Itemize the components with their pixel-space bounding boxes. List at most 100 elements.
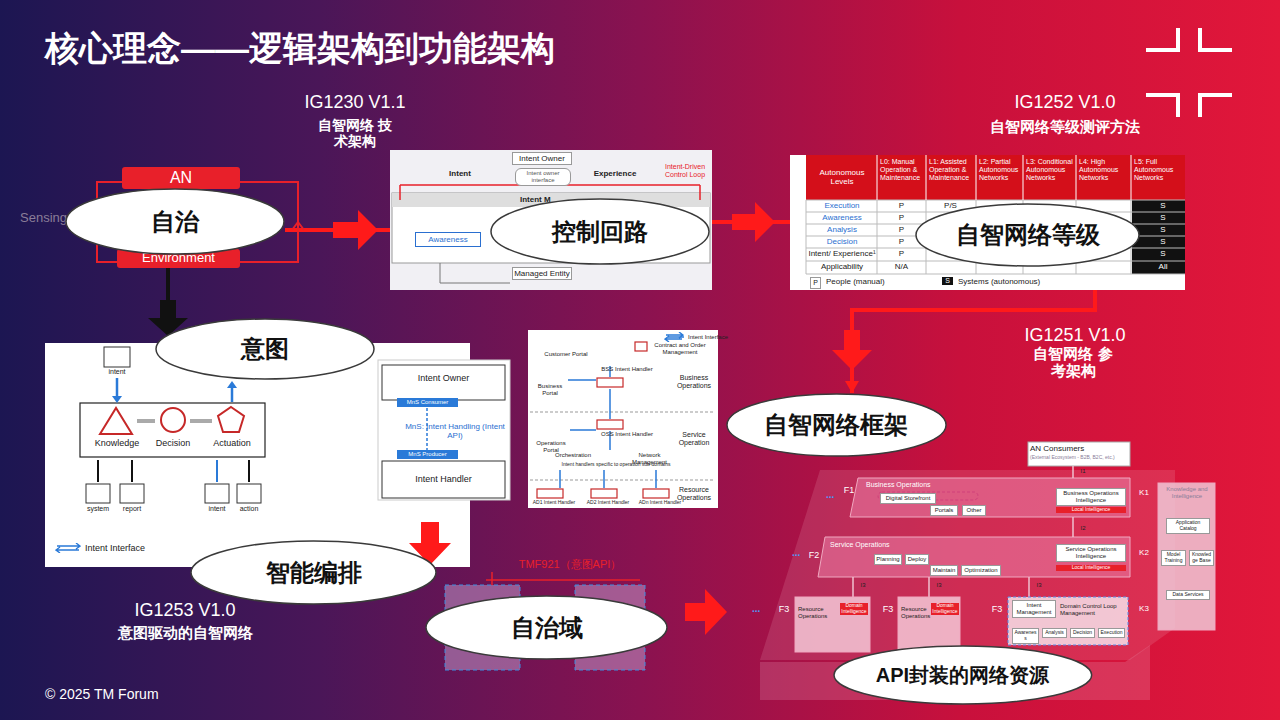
label: intent (100, 368, 134, 376)
node-text: 自智网络等级 (956, 219, 1100, 251)
label: action (231, 505, 267, 513)
label: People (manual) (826, 277, 926, 286)
label: IG1230 V1.1 (280, 92, 430, 113)
label: Service Operations Intelligence (1056, 544, 1126, 562)
legend-item: Intent Interface (664, 332, 728, 342)
label: P (878, 249, 925, 258)
label: IG1253 V1.0 (110, 600, 260, 621)
ellipse-outline (66, 189, 284, 254)
slide-title: 核心理念——逻辑架构到功能架构 (45, 26, 555, 72)
label: IG1252 V1.0 (990, 92, 1140, 113)
label: S (1142, 237, 1184, 246)
node-text-wrap: API封装的网络资源 (833, 645, 1093, 705)
label: ... (792, 547, 814, 559)
label: AN (122, 167, 240, 189)
legend-swatch (55, 543, 81, 553)
label: Maintain (930, 565, 958, 576)
label: S (1142, 201, 1184, 210)
legend-arrow (665, 332, 683, 342)
label: report (114, 505, 150, 513)
label: TMF921（意图API） (505, 558, 635, 571)
label: P (878, 213, 925, 222)
label: Analysis (808, 225, 876, 234)
arrow-head (845, 381, 859, 393)
levels-table (790, 155, 1185, 290)
label: Decision (808, 237, 876, 246)
ellipse-node: 控制回路 (490, 198, 710, 265)
label: Intent (440, 169, 480, 178)
label: Business Operations (672, 374, 716, 390)
label: Intent Owner (382, 373, 505, 383)
label: Experience (590, 169, 640, 178)
label: AD2 Intent Handler (582, 500, 634, 506)
label: (External Ecosystem - B2B, B2C, etc.) (1030, 455, 1128, 461)
label: P (878, 201, 925, 210)
label: I2 (1076, 525, 1090, 532)
label: S (1142, 249, 1184, 258)
label: 自智网络 参考架构 (1033, 345, 1113, 380)
label: Intent owner interface (515, 168, 571, 186)
label: Resource Operations (798, 606, 838, 620)
label: L5: Full Autonomous Networks (1132, 158, 1185, 182)
label: I3 (932, 582, 946, 589)
ellipse-outline (834, 646, 1092, 704)
node-text-wrap: 智能编排 (190, 540, 437, 605)
label: 自智网络 技术架构 (315, 117, 395, 149)
label: Applicability (808, 262, 876, 271)
label: K3 (1134, 604, 1154, 613)
label: ... (826, 489, 848, 501)
legend-arrow (56, 543, 80, 553)
label: Domain Control Loop Management (1060, 603, 1126, 617)
ellipse-outline (191, 541, 436, 604)
label: Intent-Driven Control Loop (660, 163, 710, 179)
label: Service Operation (672, 431, 716, 447)
label: ... (752, 603, 774, 615)
label: Orchestration (548, 452, 598, 459)
label: Domain Intelligence (931, 603, 959, 615)
node-text: 自治 (151, 206, 199, 238)
node-text-wrap: 控制回路 (490, 198, 710, 265)
ellipse-node: 智能编排 (190, 540, 437, 605)
ellipse-outline (426, 596, 667, 659)
label: Intent Owner (512, 152, 572, 165)
ellipse-outline (491, 199, 709, 264)
node-text: 自智网络框架 (764, 409, 908, 441)
label: K1 (1134, 488, 1154, 497)
intent-hierarchy-figure (528, 330, 718, 508)
label: Decision (146, 438, 200, 448)
control-loop-figure (390, 150, 712, 290)
label: 意图驱动的自智网络 (80, 624, 290, 641)
label: S (1142, 225, 1184, 234)
label: MnS Producer (397, 450, 458, 459)
label: Digital Storefront (880, 493, 936, 504)
label: Local Intelligence (1056, 565, 1126, 571)
label: OSS Intent Handler (598, 431, 656, 438)
label: Systems (autonomous) (958, 277, 1078, 286)
label: Analysis (1042, 628, 1067, 638)
label: MnS Consumer (397, 398, 458, 407)
label: I3 (856, 582, 870, 589)
label: Other (962, 505, 986, 516)
ellipse-node: 意图 (155, 318, 375, 380)
logo (1146, 28, 1232, 117)
label: Operations Portal (530, 440, 572, 454)
legend-text: Intent Interface (688, 334, 728, 340)
label: L0: Manual Operation & Maintenance (878, 158, 925, 182)
label: P (810, 277, 821, 289)
label: S (942, 277, 953, 285)
label: F2 (806, 550, 822, 560)
node-text-wrap: 意图 (155, 318, 375, 380)
label: Decision (1070, 628, 1095, 638)
label: Local Intelligence (1056, 507, 1126, 513)
label: K2 (1134, 548, 1154, 557)
label: N/A (878, 262, 925, 271)
label: L1: Assisted Operation & Maintenance (927, 158, 975, 182)
node-text: 自治域 (511, 612, 583, 644)
label: intent (199, 505, 235, 513)
label: F3 (776, 604, 792, 614)
label: Intent Management (1012, 600, 1056, 618)
label: Knowledge (88, 438, 146, 448)
label: AD1 Intent Handler (528, 500, 580, 506)
label: Business Operations Intelligence (1056, 488, 1126, 506)
ellipse-node: 自智网络等级 (915, 203, 1140, 267)
